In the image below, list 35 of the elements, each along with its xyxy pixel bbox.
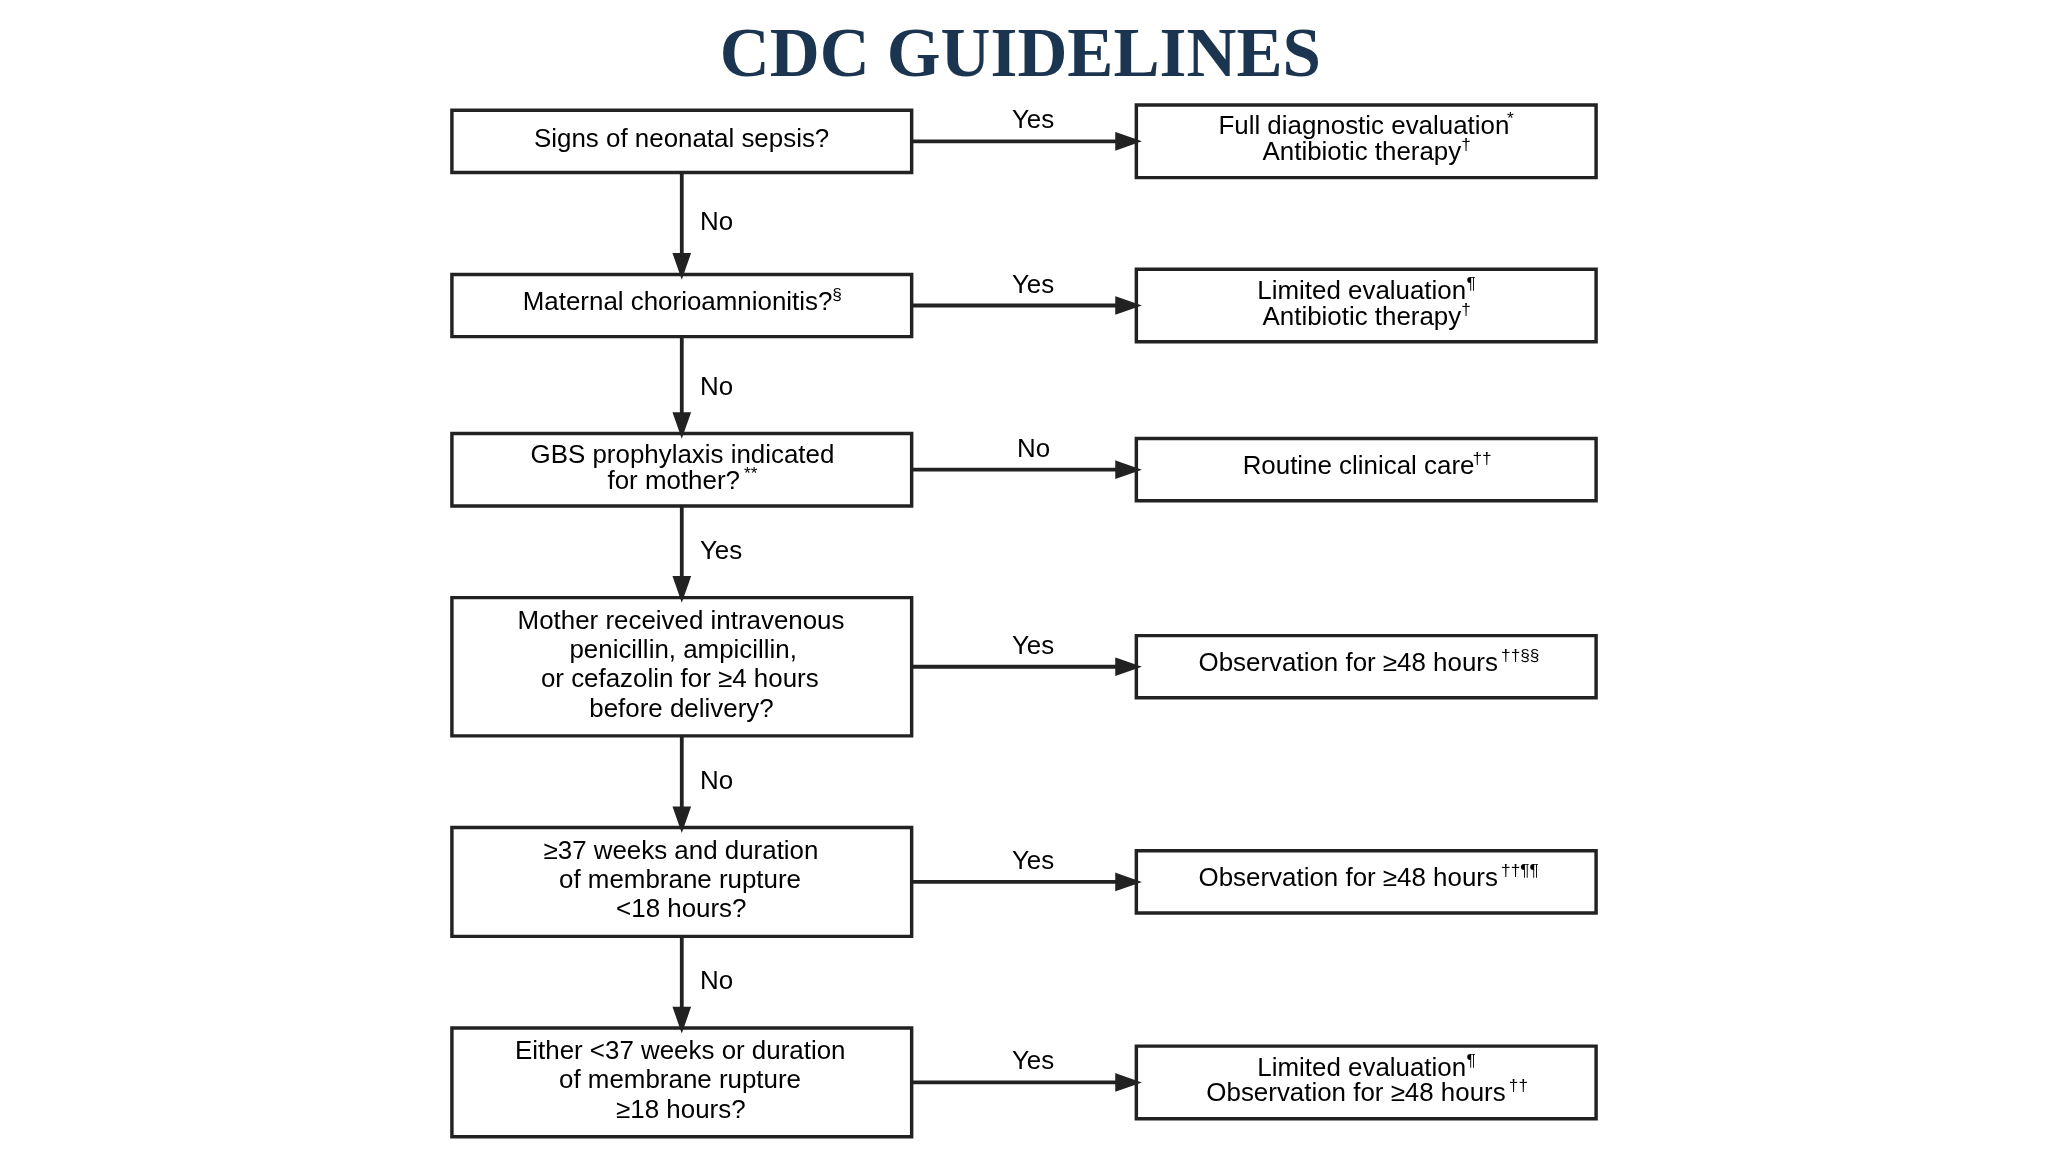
edge-label: Yes — [699, 535, 743, 564]
arrow — [912, 296, 1142, 315]
arrow — [672, 936, 692, 1034]
edge-label: Yes — [1011, 1046, 1055, 1075]
edge-label: No — [699, 207, 734, 236]
arrow — [672, 336, 692, 439]
arrow — [672, 172, 692, 280]
arrow — [912, 1073, 1142, 1092]
arrow — [912, 657, 1142, 677]
edge-label: No — [699, 371, 734, 400]
node-box: Full diagnostic evaluation$^{*}$ Antibiotic therapy$^{†}$ — [1134, 103, 1598, 180]
node-box: Either <37 weeks or duration of membrane rupture ≥18 hours? — [450, 1026, 914, 1139]
node-box: Mother received intravenous penicillin, ampicillin, or cefazolin for ≥4 hours before delivery? — [450, 595, 914, 738]
node-box: Routine clinical care$^{††}$ — [1134, 436, 1598, 503]
node-box: Observation for ≥48 hours$^{††§§}$ — [1134, 633, 1598, 700]
arrow — [912, 872, 1142, 892]
edge-label: Yes — [1011, 105, 1055, 134]
edge-label: Yes — [1011, 630, 1055, 659]
edge-label: Yes — [1011, 269, 1055, 298]
edge-label: Yes — [1011, 845, 1055, 874]
node-box: Limited evaluation$^{¶}$ Observation for ≥48 hours$^{††}$ — [1134, 1044, 1598, 1121]
arrow — [912, 132, 1142, 151]
edge-label: No — [699, 966, 734, 995]
arrow — [672, 736, 692, 834]
edge-label: No — [699, 765, 734, 794]
arrow — [912, 460, 1142, 480]
node-box: Maternal chorioamnionitis?$^{§}$ — [450, 272, 914, 339]
node-box: Signs of neonatal sepsis? — [450, 108, 914, 175]
node-box: ≥37 weeks and duration of membrane rupture <18 hours? — [450, 825, 914, 939]
arrow — [672, 506, 692, 603]
node-box: Limited evaluation$^{¶}$ Antibiotic therapy$^{†}$ — [1134, 267, 1598, 344]
node-box: GBS prophylaxis indicated for mother?$^{**}$ — [450, 431, 914, 508]
diagram-title: CDC GUIDELINES — [719, 13, 1321, 91]
node-box: Observation for ≥48 hours$^{††¶¶}$ — [1134, 849, 1598, 915]
edge-label: No — [1017, 433, 1051, 462]
